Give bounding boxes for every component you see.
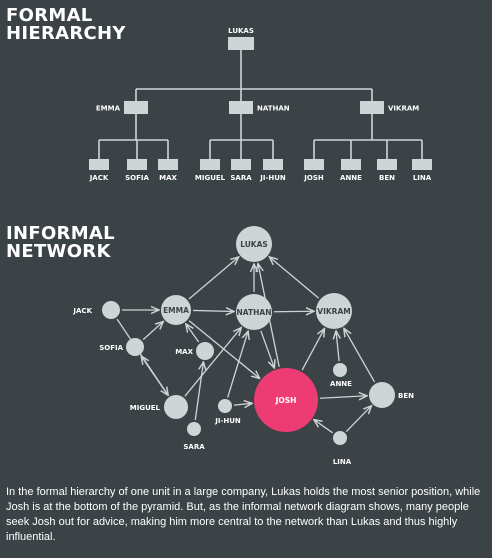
informal-heading-line1: INFORMAL xyxy=(6,223,115,244)
node-anne xyxy=(333,363,347,377)
edge-nathan-to-josh xyxy=(260,330,275,368)
node-max xyxy=(196,342,214,360)
org-box-lukas xyxy=(228,37,254,50)
edge-josh-to-vikram xyxy=(301,329,324,371)
org-label-max: MAX xyxy=(159,174,177,182)
node-ji-hun xyxy=(218,399,232,413)
org-label-vikram: VIKRAM xyxy=(388,105,419,113)
informal-heading-line2: NETWORK xyxy=(6,241,111,262)
edge-anne-to-vikram xyxy=(336,331,339,362)
org-label-sofia: SOFIA xyxy=(125,174,149,182)
org-box-lina xyxy=(412,159,432,170)
node-lina xyxy=(333,431,347,445)
edge-ji-hun-to-josh xyxy=(233,403,252,405)
edge-vikram-to-lukas xyxy=(269,257,320,299)
org-box-anne xyxy=(341,159,361,170)
edge-sara-to-max xyxy=(194,362,203,421)
node-label-max: MAX xyxy=(175,348,193,356)
org-label-nathan: NATHAN xyxy=(257,105,290,113)
node-label-miguel: MIGUEL xyxy=(130,404,161,412)
edge-lina-to-ben xyxy=(345,406,371,433)
node-nathan xyxy=(236,294,272,330)
node-josh xyxy=(254,368,318,432)
node-vikram xyxy=(316,293,352,329)
formal-heading-line2: HIERARCHY xyxy=(6,23,126,44)
org-box-vikram xyxy=(360,101,384,114)
node-miguel xyxy=(164,395,188,419)
edge-ji-hun-to-nathan xyxy=(227,331,248,398)
node-label-emma: EMMA xyxy=(163,306,189,315)
org-box-miguel xyxy=(200,159,220,170)
node-jack xyxy=(102,301,120,319)
node-label-lina: LINA xyxy=(333,458,352,466)
node-sofia xyxy=(126,338,144,356)
node-sara xyxy=(187,422,201,436)
org-box-sofia xyxy=(127,159,147,170)
edge-max-to-emma xyxy=(186,324,200,343)
org-box-nathan xyxy=(229,101,253,114)
formal-hierarchy-heading: FORMAL HIERARCHY xyxy=(6,7,126,43)
caption: In the formal hierarchy of one unit in a… xyxy=(6,486,481,543)
network-diagram: LUKAS EMMA NATHAN VIKRAM JACK SOFIA MAX MIGUEL S… xyxy=(72,226,414,466)
edge-emma-to-nathan xyxy=(192,310,234,311)
edge-sofia-to-emma xyxy=(142,321,163,341)
node-label-sara: SARA xyxy=(183,443,205,451)
node-ben xyxy=(369,382,395,408)
org-label-jack: JACK xyxy=(89,174,109,182)
org-label-anne: ANNE xyxy=(340,174,362,182)
org-box-jack xyxy=(89,159,109,170)
edge-josh-to-ben xyxy=(319,396,367,398)
org-label-miguel: MIGUEL xyxy=(195,174,226,182)
org-label-lina: LINA xyxy=(413,174,432,182)
edge-emma-to-lukas xyxy=(188,257,239,300)
org-box-josh xyxy=(304,159,324,170)
node-label-vikram: VIKRAM xyxy=(317,307,350,316)
org-label-ji-hun: JI-HUN xyxy=(259,174,286,182)
org-label-emma: EMMA xyxy=(96,105,121,113)
informal-network-heading: INFORMAL NETWORK xyxy=(6,225,115,261)
org-label-sara: SARA xyxy=(230,174,252,182)
node-label-josh: JOSH xyxy=(275,396,297,405)
org-box-emma xyxy=(124,101,148,114)
formal-heading-line1: FORMAL xyxy=(6,5,93,26)
org-box-ji-hun xyxy=(263,159,283,170)
org-label-lukas: LUKAS xyxy=(228,27,254,35)
node-label-jack: JACK xyxy=(72,307,92,315)
edge-emma-to-josh xyxy=(188,320,260,379)
org-box-max xyxy=(158,159,178,170)
edge-miguel-to-sofia xyxy=(141,356,169,396)
node-label-sofia: SOFIA xyxy=(99,344,123,352)
org-label-ben: BEN xyxy=(379,174,395,182)
org-box-ben xyxy=(377,159,397,170)
node-lukas xyxy=(236,226,272,262)
edge-nathan-to-vikram xyxy=(273,311,314,312)
node-label-ben: BEN xyxy=(398,392,414,400)
org-label-josh: JOSH xyxy=(303,174,324,182)
edge-ben-to-vikram xyxy=(344,328,376,383)
edge-lina-to-josh xyxy=(314,420,334,434)
node-label-anne: ANNE xyxy=(330,380,352,388)
org-chart: LUKAS EMMA JACK SOFIA MAX NATHAN MIGUEL SARA JI-… xyxy=(89,27,432,182)
node-label-nathan: NATHAN xyxy=(237,308,272,317)
node-label-lukas: LUKAS xyxy=(240,240,268,249)
node-emma xyxy=(161,295,191,325)
edge-miguel-to-nathan xyxy=(184,327,241,397)
org-box-sara xyxy=(231,159,251,170)
node-label-ji-hun: JI-HUN xyxy=(214,417,241,425)
